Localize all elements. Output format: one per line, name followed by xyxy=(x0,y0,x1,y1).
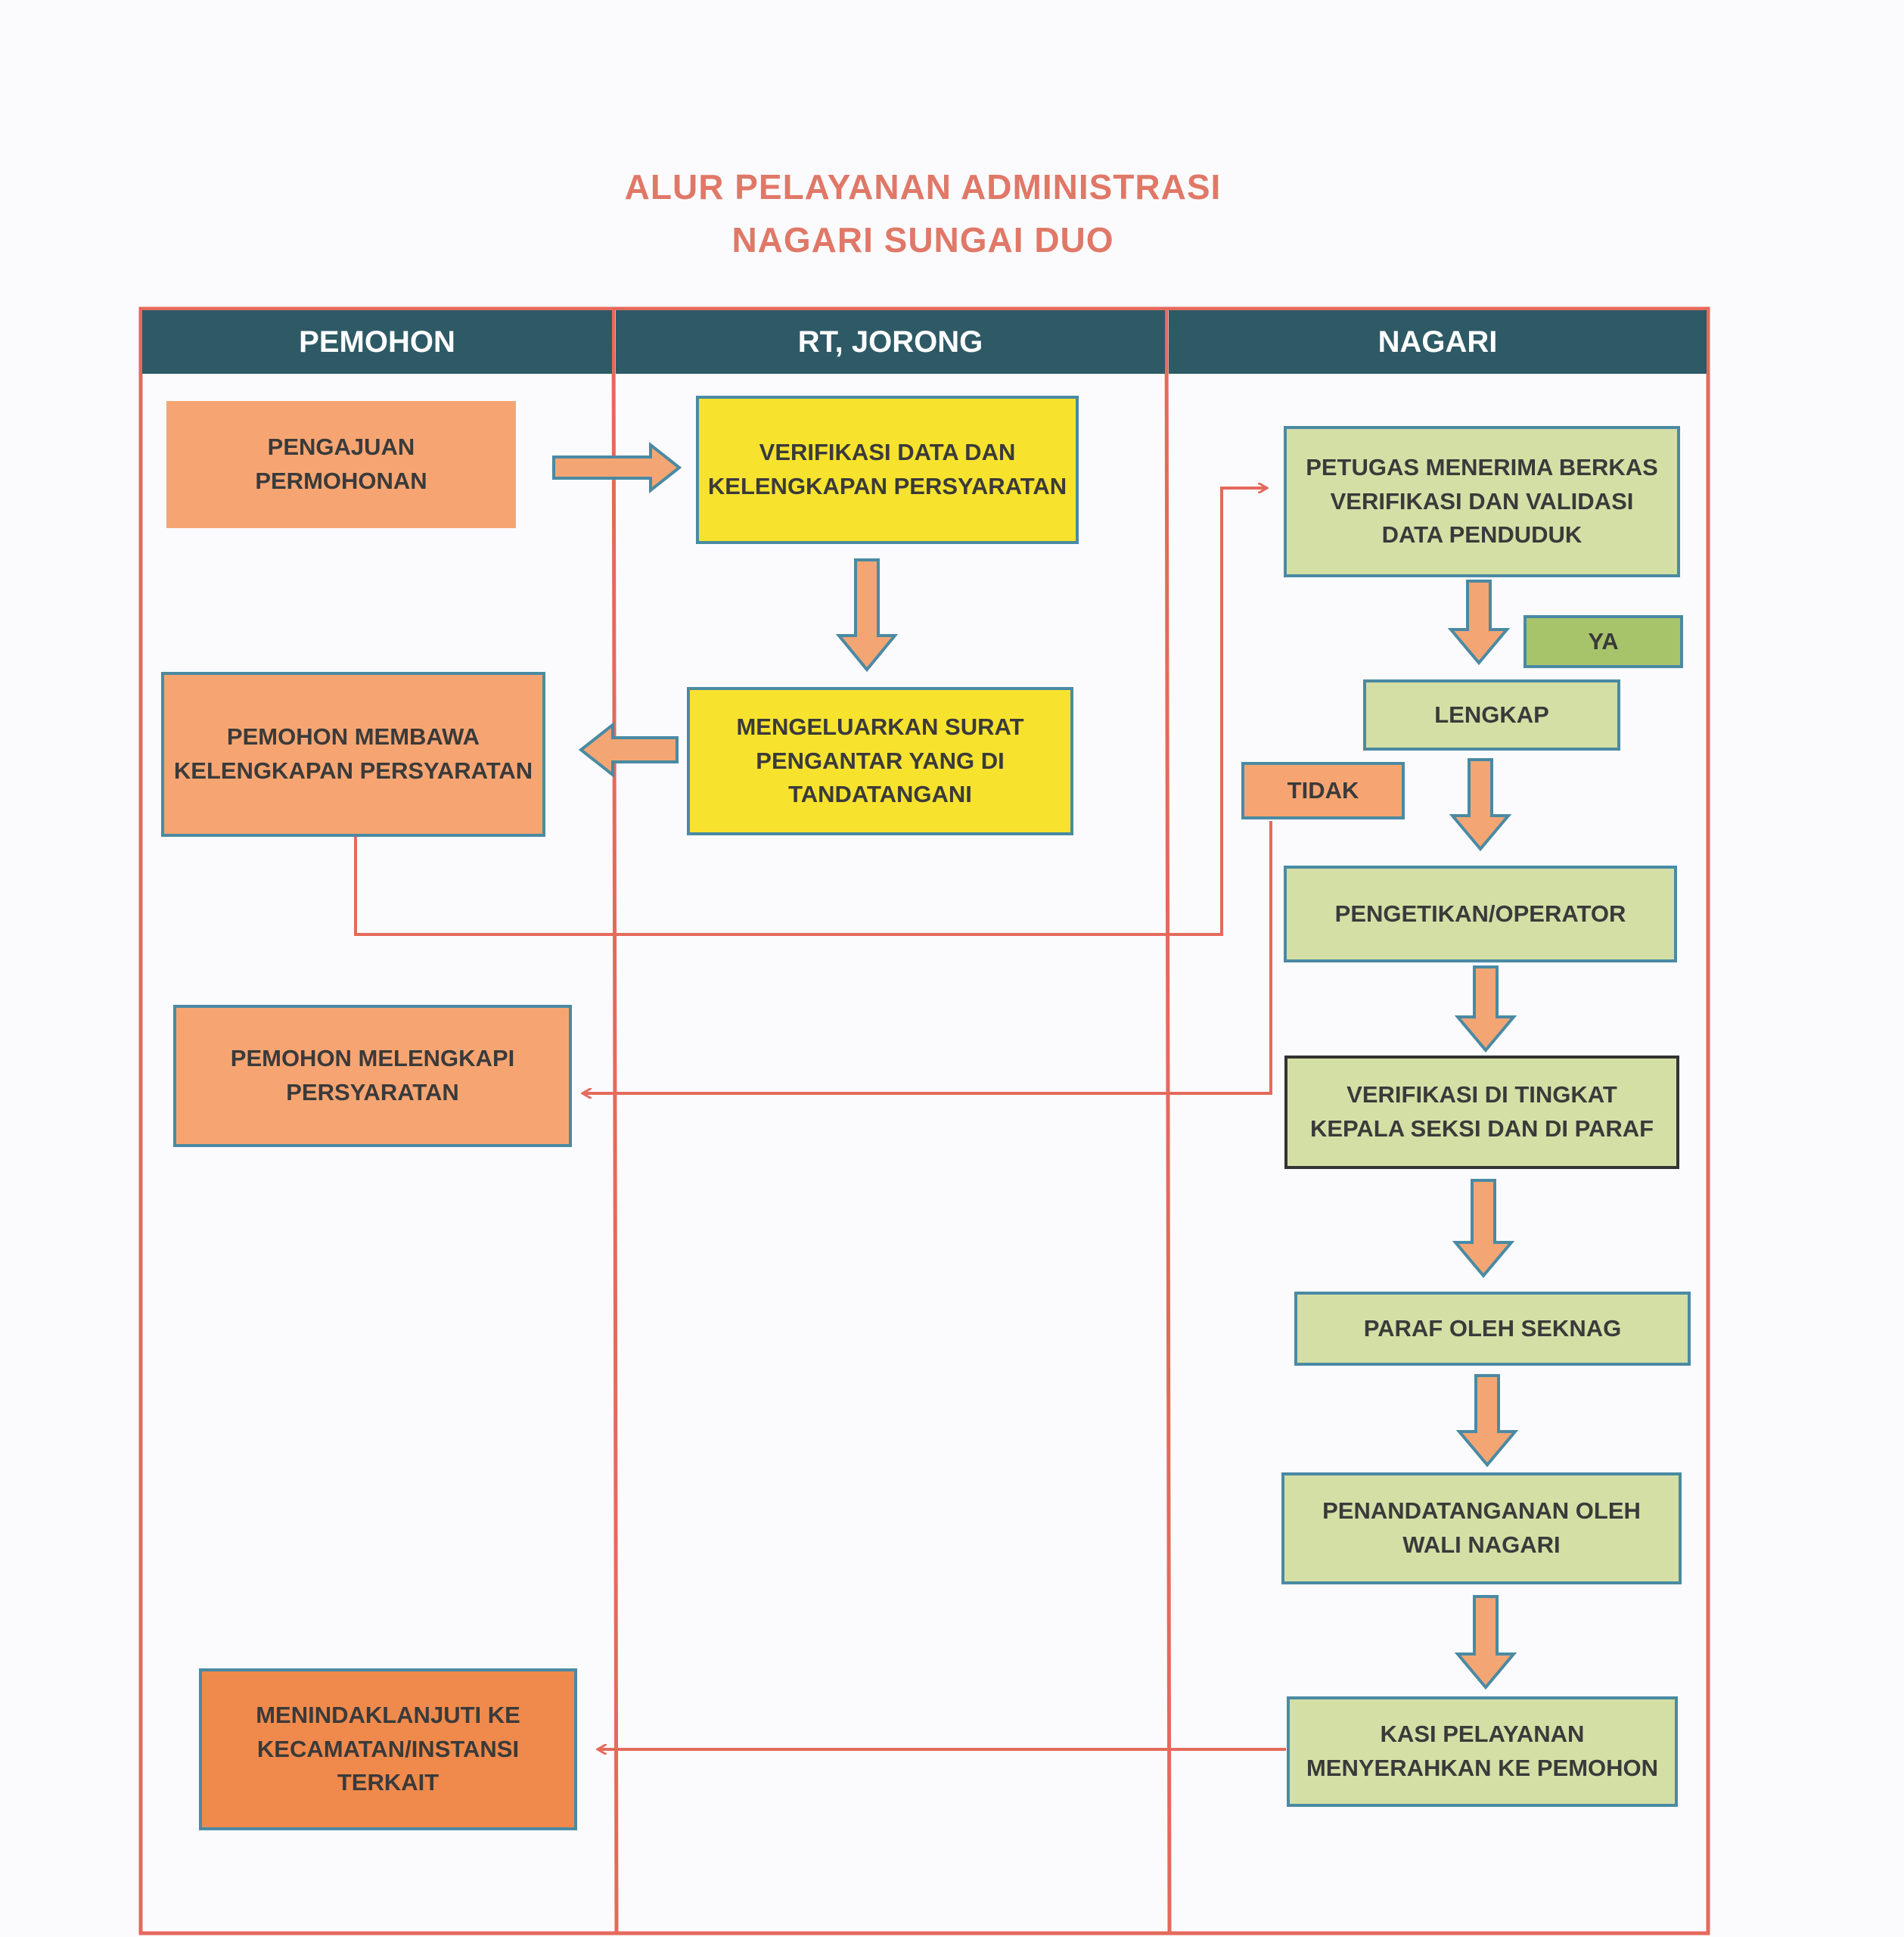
box-penandatanganan: PENANDATANGANAN OLEH WALI NAGARI xyxy=(1281,1472,1682,1584)
box-verifikasi-data: VERIFIKASI DATA DAN KELENGKAPAN PERSYARA… xyxy=(696,396,1079,544)
box-pengajuan-permohonan: PENGAJUAN PERMOHONAN xyxy=(166,401,516,528)
box-petugas-menerima: PETUGAS MENERIMA BERKAS VERIFIKASI DAN V… xyxy=(1284,426,1680,577)
box-paraf-seknag: PARAF OLEH SEKNAG xyxy=(1294,1292,1691,1366)
arrow-down-paraf xyxy=(1455,1374,1519,1468)
arrow-left-mengeluarkan xyxy=(578,721,679,779)
box-menindaklanjuti: MENINDAKLANJUTI KE KECAMATAN/INSTANSI TE… xyxy=(199,1668,577,1830)
box-pemohon-melengkapi: PEMOHON MELENGKAPI PERSYARATAN xyxy=(173,1005,572,1147)
arrow-right-pengajuan xyxy=(552,441,682,494)
box-kasi-pelayanan: KASI PELAYANAN MENYERAHKAN KE PEMOHON xyxy=(1287,1696,1678,1807)
lane-frame xyxy=(138,306,1710,1935)
lane-header-nagari: NAGARI xyxy=(1169,310,1707,374)
arrow-down-petugas xyxy=(1447,580,1511,666)
arrow-down-verifikasi-tingkat xyxy=(1452,1179,1515,1279)
box-tidak: TIDAK xyxy=(1241,762,1405,819)
box-pengetikan-operator: PENGETIKAN/OPERATOR xyxy=(1284,866,1677,962)
box-verifikasi-tingkat: VERIFIKASI DI TINGKAT KEPALA SEKSI DAN D… xyxy=(1284,1056,1679,1169)
arrow-down-penandatanganan xyxy=(1454,1595,1517,1690)
diagram-title-line1: ALUR PELAYANAN ADMINISTRASI xyxy=(624,167,1222,207)
box-mengeluarkan-surat: MENGELUARKAN SURAT PENGANTAR YANG DI TAN… xyxy=(687,687,1073,835)
diagram-title-line2: NAGARI SUNGAI DUO xyxy=(731,220,1114,260)
lane-header-pemohon: PEMOHON xyxy=(142,310,612,374)
arrow-down-rt xyxy=(835,558,899,673)
lane-divider-2 xyxy=(1164,308,1172,1934)
lane-divider-1 xyxy=(611,308,619,1934)
box-ya: YA xyxy=(1524,615,1683,668)
lane-header-rt-jorong: RT, JORONG xyxy=(616,310,1165,374)
arrow-down-pengetikan xyxy=(1454,965,1517,1053)
box-pemohon-membawa: PEMOHON MEMBAWA KELENGKAPAN PERSYARATAN xyxy=(161,672,545,837)
connector-membawa-to-petugas xyxy=(354,488,1267,936)
arrow-down-lengkap xyxy=(1449,758,1512,852)
box-lengkap: LENGKAP xyxy=(1363,679,1620,751)
connector-tidak-to-melengkapi xyxy=(582,821,1272,1093)
